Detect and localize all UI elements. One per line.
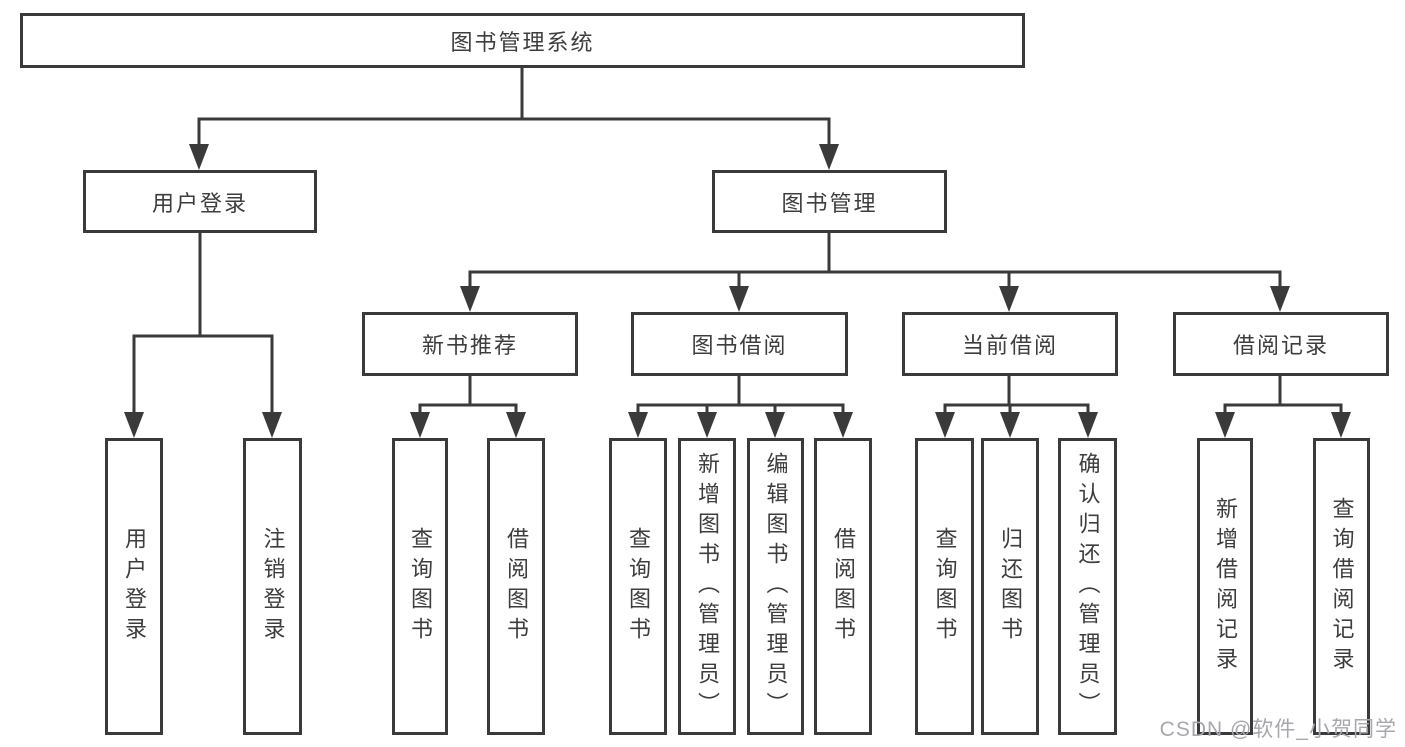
node-label-leaf-query-books-1: 查询图书 bbox=[408, 526, 433, 647]
node-label-new-book-recommend: 新书推荐 bbox=[421, 333, 518, 358]
connector-line bbox=[636, 376, 845, 424]
arrowhead-icon bbox=[189, 144, 209, 170]
arrowhead-icon bbox=[460, 286, 480, 312]
node-leaf-confirm-return: 确认归还（管理员） bbox=[1058, 438, 1117, 735]
node-leaf-borrow-books-2: 借阅图书 bbox=[814, 438, 872, 735]
arrowhead-icon bbox=[1000, 412, 1020, 438]
node-label-book-management: 图书管理 bbox=[781, 190, 878, 216]
node-leaf-query-books-3: 查询图书 bbox=[915, 438, 974, 735]
arrowhead-icon bbox=[819, 144, 839, 170]
node-leaf-logout: 注销登录 bbox=[243, 438, 302, 735]
node-label-leaf-logout: 注销登录 bbox=[260, 526, 286, 647]
node-user-login-module: 用户登录 bbox=[83, 170, 317, 233]
node-leaf-query-books-2: 查询图书 bbox=[609, 438, 667, 735]
connector-line bbox=[468, 233, 1282, 298]
connector-bookmgmt-to-level3 bbox=[460, 233, 1290, 312]
arrowhead-icon bbox=[999, 286, 1019, 312]
connector-currentborrow-to-leaves bbox=[935, 376, 1098, 438]
arrowhead-icon bbox=[1215, 412, 1235, 438]
node-leaf-add-books-admin: 新增图书（管理员） bbox=[678, 438, 736, 735]
arrowhead-icon bbox=[410, 412, 430, 438]
arrowhead-icon bbox=[1078, 412, 1098, 438]
node-book-management: 图书管理 bbox=[712, 170, 947, 233]
arrowhead-icon bbox=[765, 412, 785, 438]
node-borrowing-records: 借阅记录 bbox=[1173, 312, 1389, 376]
connector-userlogin-to-leaves bbox=[124, 233, 282, 438]
node-leaf-user-login: 用户登录 bbox=[105, 438, 163, 735]
arrowhead-icon bbox=[729, 286, 749, 312]
connector-line bbox=[132, 233, 274, 424]
connector-borrowrecords-to-leaves bbox=[1215, 376, 1351, 438]
node-leaf-return-books: 归还图书 bbox=[981, 438, 1039, 735]
node-label-book-borrowing: 图书借阅 bbox=[691, 333, 788, 358]
csdn-watermark: CSDN @软件_小贺同学 bbox=[1159, 718, 1397, 741]
connector-line bbox=[1223, 376, 1343, 424]
node-book-borrowing: 图书借阅 bbox=[631, 312, 848, 376]
arrowhead-icon bbox=[124, 412, 144, 438]
node-label-leaf-query-books-2: 查询图书 bbox=[626, 526, 651, 647]
node-system: 图书管理系统 bbox=[20, 13, 1025, 68]
connector-line bbox=[418, 376, 518, 424]
arrowhead-icon bbox=[1270, 286, 1290, 312]
node-leaf-query-books-1: 查询图书 bbox=[392, 438, 448, 735]
node-label-leaf-confirm-return: 确认归还（管理员） bbox=[1075, 451, 1101, 722]
node-leaf-query-borrow-record: 查询借阅记录 bbox=[1313, 438, 1370, 735]
arrowhead-icon bbox=[628, 412, 648, 438]
node-label-leaf-user-login: 用户登录 bbox=[122, 526, 147, 647]
node-label-user-login-module: 用户登录 bbox=[151, 190, 248, 216]
arrowhead-icon bbox=[1331, 412, 1351, 438]
connector-bookborrow-to-leaves bbox=[628, 376, 853, 438]
arrowhead-icon bbox=[697, 412, 717, 438]
node-leaf-add-borrow-record: 新增借阅记录 bbox=[1197, 438, 1253, 735]
arrowhead-icon bbox=[506, 412, 526, 438]
node-label-leaf-query-books-3: 查询图书 bbox=[932, 526, 958, 647]
node-label-leaf-return-books: 归还图书 bbox=[998, 526, 1023, 647]
connector-newbookrec-to-leaves bbox=[410, 376, 526, 438]
node-label-leaf-borrow-books-2: 借阅图书 bbox=[831, 526, 856, 647]
connector-system-to-level2 bbox=[189, 68, 839, 170]
node-new-book-recommend: 新书推荐 bbox=[362, 312, 578, 376]
node-leaf-borrow-books-1: 借阅图书 bbox=[487, 438, 545, 735]
node-label-leaf-query-borrow-record: 查询借阅记录 bbox=[1329, 496, 1355, 677]
arrowhead-icon bbox=[935, 412, 955, 438]
node-label-system: 图书管理系统 bbox=[450, 29, 595, 55]
node-leaf-edit-books-admin: 编辑图书（管理员） bbox=[747, 438, 804, 735]
node-label-leaf-add-borrow-record: 新增借阅记录 bbox=[1213, 496, 1238, 677]
arrowhead-icon bbox=[833, 412, 853, 438]
node-label-leaf-borrow-books-1: 借阅图书 bbox=[504, 526, 529, 647]
arrowhead-icon bbox=[262, 412, 282, 438]
node-label-leaf-edit-books-admin: 编辑图书（管理员） bbox=[763, 451, 789, 722]
node-current-borrowing: 当前借阅 bbox=[902, 312, 1118, 376]
node-label-current-borrowing: 当前借阅 bbox=[961, 333, 1058, 358]
node-label-borrowing-records: 借阅记录 bbox=[1232, 333, 1329, 358]
connector-line bbox=[197, 68, 831, 156]
node-label-leaf-add-books-admin: 新增图书（管理员） bbox=[695, 451, 720, 722]
